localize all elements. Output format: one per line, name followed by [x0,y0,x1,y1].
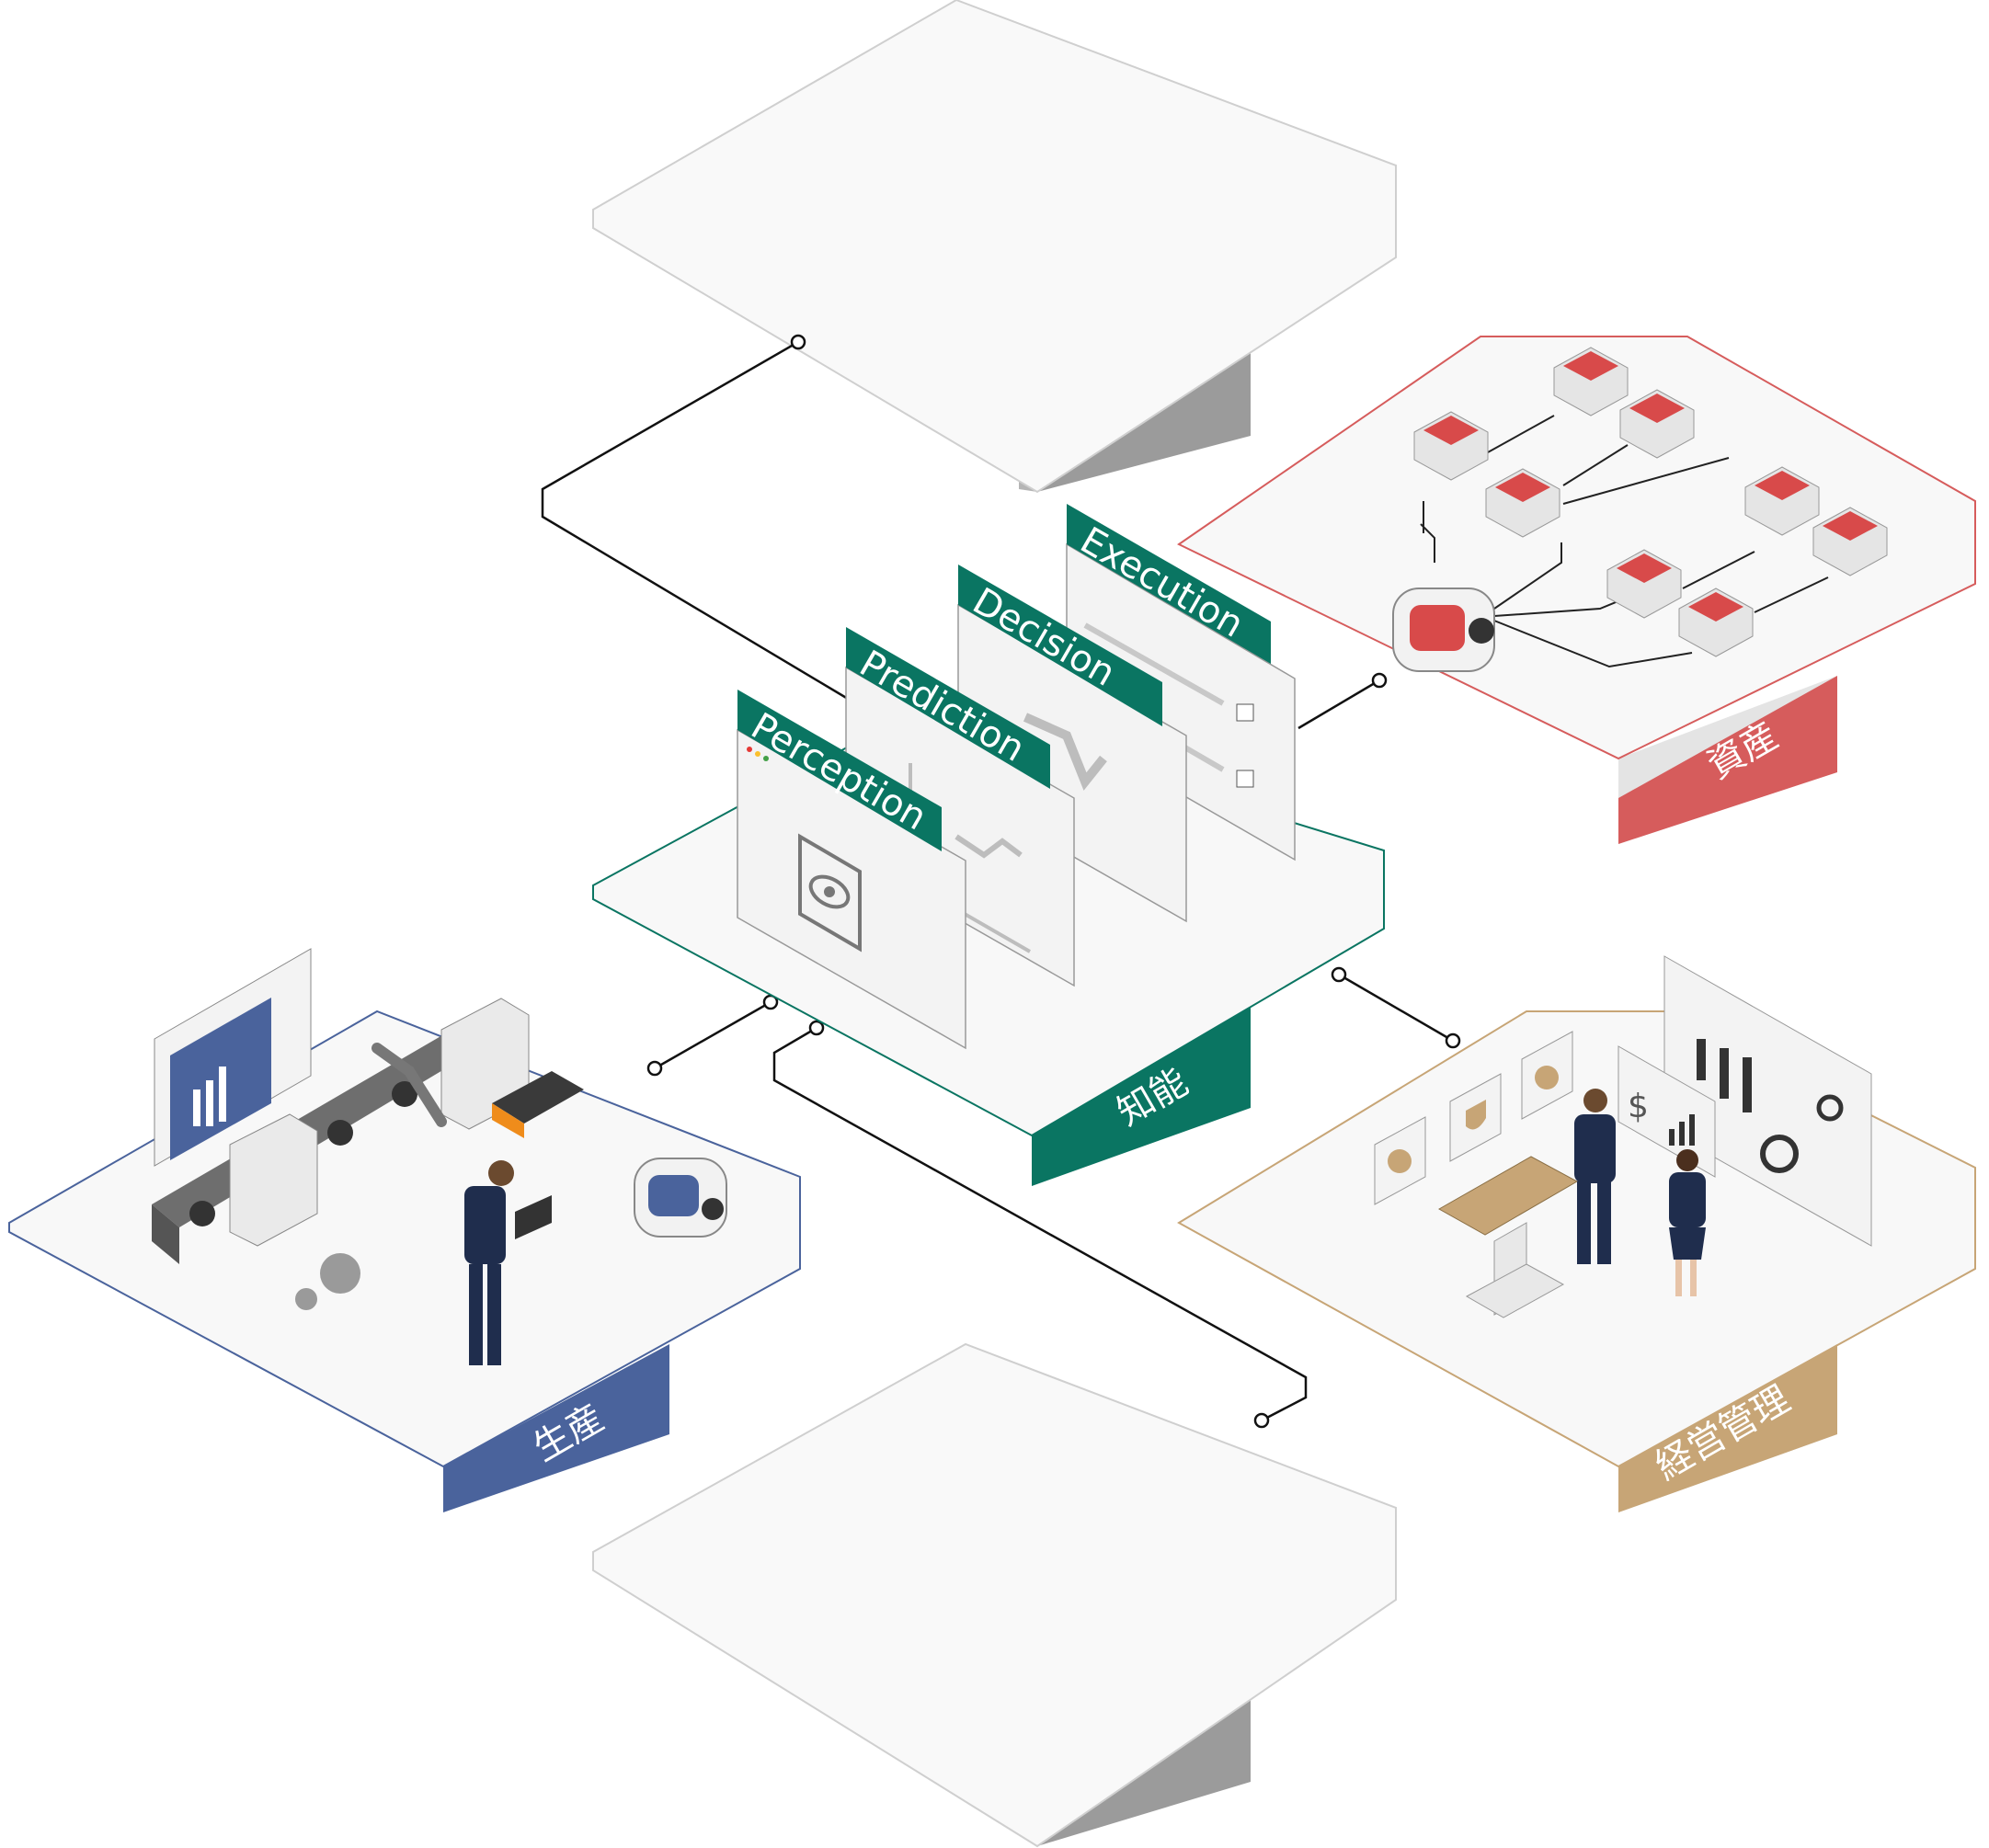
server-stacks [1413,347,1888,657]
shield-icon [1449,1073,1502,1162]
robot-icon [1392,587,1495,672]
production-label-tab [443,1344,669,1512]
large-dashboard [1663,955,1872,1247]
asset-network-lines [1420,415,1829,668]
platform-intelligence: 知能 Execution Decision Prediction [592,504,1385,1186]
platform-top-blank [592,0,1397,494]
robot-arm [372,1043,447,1127]
platform-management: 経営管理 $ [1177,955,1976,1512]
window-perception: Perception [737,690,966,1050]
connector-lines [541,340,1454,1422]
window-dots [747,747,769,761]
listener-figure [1669,1149,1706,1296]
platform-production: 生産 [8,948,801,1512]
eye-chip-icon [798,833,862,953]
connector-nodes [646,334,1461,1429]
gear-parts [295,1253,360,1310]
svg-text:$: $ [1628,1088,1649,1125]
window-prediction: Prediction [845,627,1075,987]
robot-icon [634,1158,727,1238]
assets-label-tab [1618,676,1837,844]
clock-icon [1374,1116,1426,1205]
worker-figure [464,1160,552,1365]
agv-box [492,1071,584,1138]
money-bag-icon [1521,1031,1573,1120]
presenter-figure [1574,1089,1616,1264]
finance-screen: $ [1617,1045,1716,1178]
management-label-tab [1618,1344,1837,1512]
intelligence-label-tab [1032,1007,1251,1186]
platform-assets: 資産 [1177,336,1976,844]
dashboard-screen [154,948,312,1167]
platform-bottom-blank [592,1342,1397,1848]
window-execution: Execution [1066,504,1296,861]
